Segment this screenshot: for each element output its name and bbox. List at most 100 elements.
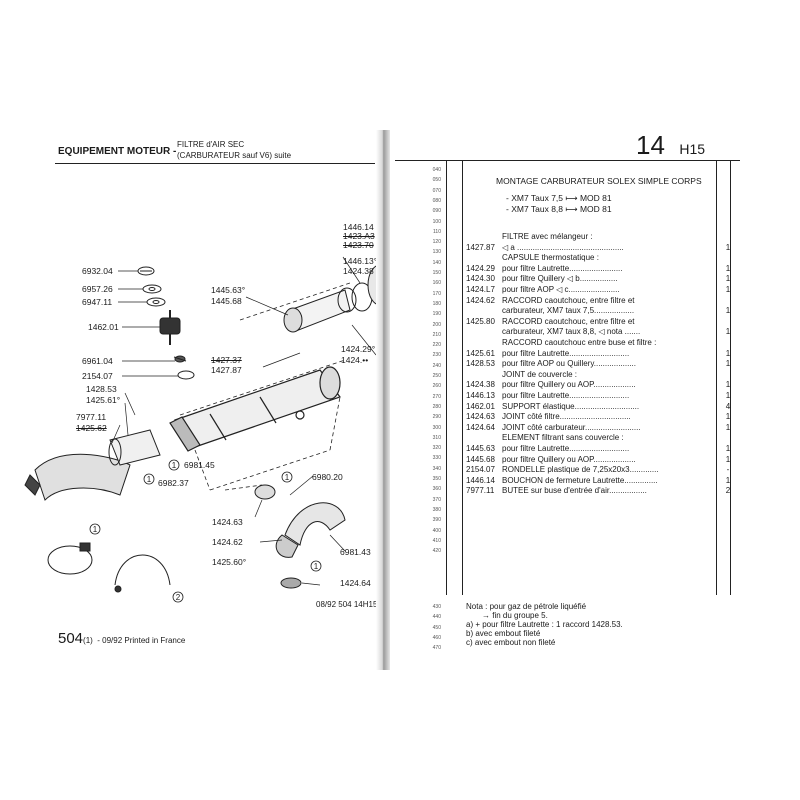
- table-cell-ref: 1427.87: [466, 242, 495, 252]
- table-cell-desc: JOINT côté filtre.......................…: [502, 412, 631, 422]
- part-ref-label: 6932.04: [82, 266, 113, 276]
- table-cell-qty: 1: [725, 380, 731, 390]
- note-line: → fin du groupe 5.: [482, 611, 548, 620]
- table-cell-desc: RONDELLE plastique de 7,25x20x3.........…: [502, 465, 659, 475]
- table-cell-ref: 1428.53: [466, 359, 495, 369]
- part-ref-label: 1428.53: [86, 384, 117, 394]
- table-cell-ref: 1445.63: [466, 444, 495, 453]
- print-date: - 09/92 Printed in France: [97, 636, 186, 645]
- part-ref-label-struck: 1427.37: [211, 355, 242, 365]
- table-cell-ref: 1424.29: [466, 263, 495, 273]
- line-number: 460: [432, 634, 441, 641]
- filter-element-icon: [283, 287, 357, 333]
- page-footer: 504(1) - 09/92 Printed in France: [58, 630, 185, 648]
- part-ref-label: 6981.45: [184, 460, 215, 470]
- line-number: 050: [432, 177, 441, 184]
- line-number: 310: [432, 434, 441, 441]
- line-number: 340: [432, 465, 441, 472]
- line-number: 290: [432, 414, 441, 421]
- part-ref-label: 1424.64: [340, 578, 371, 588]
- line-number: 080: [432, 197, 441, 204]
- part-ref-label: 6957.26: [82, 284, 113, 294]
- part-ref-label: 6982.37: [158, 478, 189, 488]
- part-ref-label: 1445.63°: [211, 285, 246, 295]
- svg-text:2: 2: [176, 593, 181, 602]
- line-number: 190: [432, 311, 441, 318]
- notes-block: Nota : pour gaz de pétrole liquéfié → fi…: [466, 602, 623, 647]
- line-number: 400: [432, 527, 441, 534]
- callout-circle-1: 1: [168, 459, 180, 471]
- table-cell-qty: 4: [725, 401, 731, 411]
- table-cell-qty: 1: [725, 475, 731, 485]
- table-cell-qty: 1: [725, 444, 731, 453]
- rubber-elbow-hose-icon: [275, 502, 346, 558]
- table-cell-qty: 1: [725, 274, 731, 284]
- svg-text:1: 1: [285, 473, 290, 482]
- hose-joint-icon: [280, 577, 302, 589]
- page-code: 08/92 504 14H15: [316, 600, 378, 609]
- line-number: 220: [432, 342, 441, 349]
- header-rule: [55, 163, 375, 164]
- line-number: 450: [432, 624, 441, 631]
- line-number: 420: [432, 548, 441, 555]
- column-divider-left: [446, 160, 447, 595]
- applicability-1: - XM7 Taux 7,5 ⟼ MOD 81: [506, 193, 612, 203]
- line-number: 410: [432, 537, 441, 544]
- column-divider-qty: [716, 160, 717, 595]
- table-cell-qty: 1: [725, 391, 731, 400]
- line-number: 380: [432, 506, 441, 513]
- part-ref-label: 6980.20: [312, 472, 343, 482]
- table-cell-ref: 1424.63: [466, 412, 495, 422]
- table-cell-desc: RACCORD caoutchouc, entre filtre et: [502, 316, 635, 326]
- table-cell-desc: CAPSULE thermostatique :: [502, 253, 599, 263]
- section-title: EQUIPEMENT MOTEUR -: [58, 146, 177, 157]
- line-number: 330: [432, 455, 441, 462]
- line-number: 110: [433, 228, 441, 235]
- exploded-parts-diagram: 1 1 1 1 2 1 2: [0, 165, 383, 603]
- washer-part-icon: [142, 284, 162, 294]
- svg-text:1: 1: [172, 461, 177, 470]
- table-cell-ref: 1424.L7: [466, 285, 495, 294]
- table-cell-qty: 1: [725, 263, 731, 273]
- table-cell-ref: 1424.30: [466, 274, 495, 284]
- table-cell-ref: 1462.01: [466, 401, 495, 411]
- air-filter-body-icon: [169, 366, 341, 452]
- line-number: 250: [432, 373, 441, 379]
- left-page: EQUIPEMENT MOTEUR - FILTRE d'AIR SEC (CA…: [0, 0, 383, 800]
- table-cell-ref: 1424.38: [466, 380, 495, 390]
- part-ref-label-struck: 1423.70: [343, 240, 374, 250]
- table-cell-qty: 1: [725, 359, 731, 369]
- table-cell-qty: 1: [725, 348, 731, 358]
- line-number: 090: [432, 208, 441, 215]
- table-cell-ref: 7977.11: [466, 486, 495, 496]
- line-number: 300: [432, 424, 441, 431]
- table-cell-ref: 1425.61: [466, 348, 495, 358]
- table-cell-qty: 1: [725, 306, 731, 316]
- table-cell-desc: pour filtre Lautrette...................…: [502, 444, 630, 453]
- table-cell-qty: 1: [725, 454, 731, 464]
- line-number: 120: [432, 239, 441, 246]
- table-cell-desc: SUPPORT élastique.......................…: [502, 401, 640, 411]
- part-ref-label: 1446.14: [343, 222, 374, 232]
- line-number: 230: [432, 352, 441, 359]
- line-number: 200: [432, 321, 441, 328]
- table-cell-desc: BUTEE sur buse d'entrée d'air...........…: [502, 486, 647, 496]
- table-title: MONTAGE CARBURATEUR SOLEX SIMPLE CORPS: [496, 176, 702, 186]
- table-cell-ref: 1445.68: [466, 454, 495, 464]
- table-cell-desc: ◁ a ....................................…: [502, 242, 624, 252]
- part-ref-label: 1424.62: [212, 537, 243, 547]
- part-ref-label: 1427.87: [211, 365, 242, 375]
- model-suffix: (1): [83, 636, 93, 645]
- table-cell-ref: 2154.07: [466, 465, 495, 475]
- line-number: 360: [432, 486, 441, 493]
- group-number: 14 H15: [636, 130, 706, 160]
- table-cell-qty: 1: [725, 412, 731, 422]
- intake-duct-icon: [24, 453, 131, 501]
- line-number: 240: [432, 362, 441, 369]
- callout-circle-7: 2: [0, 165, 3, 167]
- svg-text:1: 1: [314, 562, 319, 571]
- table-cell-qty: 1: [725, 422, 731, 432]
- elastic-support-icon: [159, 310, 181, 345]
- hose-joint-icon: [254, 484, 276, 500]
- line-number: 160: [432, 280, 441, 287]
